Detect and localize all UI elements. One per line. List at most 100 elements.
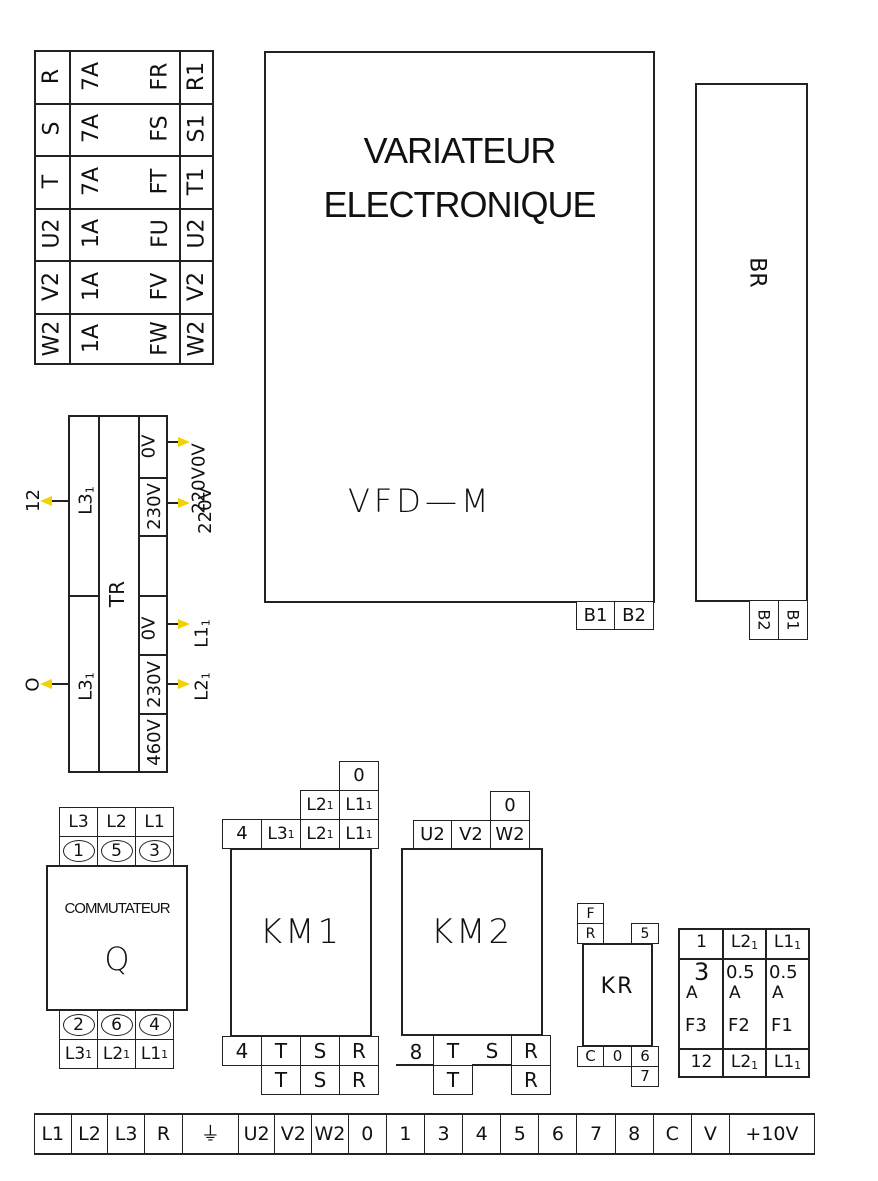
terminal-strip-terminal: R	[143, 1113, 184, 1155]
km1-terminal-r: R	[339, 1036, 379, 1066]
small-fuse-unit: A	[686, 983, 698, 1003]
small-fuse-rating: 0.5	[769, 962, 798, 983]
kr-terminal-6: 6	[631, 1046, 659, 1067]
fuse-row-divider	[34, 207, 214, 210]
tr-out-220v: 220V	[194, 487, 216, 534]
tr-primary-top: L31	[75, 486, 97, 515]
terminal-strip-terminal: U2	[237, 1113, 276, 1155]
tr-arrow-220v	[168, 498, 190, 508]
tr-arrow-12	[40, 496, 68, 506]
kr-terminal-r: R	[577, 923, 604, 944]
commutateur-box	[46, 865, 188, 1011]
fuse-row-divider	[34, 155, 214, 157]
terminal-strip-terminal: C	[652, 1113, 692, 1155]
tr-arrow-o	[40, 679, 68, 689]
vfd-title-line2: ELECTRONIQUE	[323, 184, 596, 225]
small-fuse-top-terminal: 1	[696, 932, 707, 952]
km1-terminal-s: S	[300, 1036, 340, 1066]
km1-label: KM1	[259, 912, 343, 952]
br-terminal-b2: B2	[749, 600, 779, 640]
tr-sec-0v-top: 0V	[138, 434, 160, 459]
small-fuse-name: F1	[771, 1015, 793, 1036]
small-fuse-top-terminal: L11	[773, 932, 802, 952]
km2-terminal-r: R	[511, 1035, 551, 1066]
tr-arrow-l1	[168, 619, 190, 629]
terminal-strip-terminal: W2	[311, 1113, 349, 1155]
terminal-strip-terminal: 5	[500, 1113, 540, 1155]
tr-arrow-220v-0v	[168, 437, 190, 447]
kr-terminal-7: 7	[631, 1066, 659, 1087]
km2-terminal-t: T	[433, 1035, 473, 1066]
km1-terminal-0: 0	[339, 761, 379, 791]
terminal-strip-terminal: V2	[274, 1113, 313, 1155]
terminal-strip-terminal: 3	[424, 1113, 464, 1155]
tr-arrow-l2	[168, 679, 190, 689]
fuse-row-divider	[34, 260, 214, 262]
km1-terminal-t: T	[261, 1036, 301, 1066]
small-fuse-rating: 3	[694, 958, 710, 986]
small-fuse-rating: 0.5	[726, 962, 755, 983]
tr-label: TR	[105, 580, 130, 608]
small-fuse-bottom-terminal: 12	[690, 1052, 713, 1072]
tr-sec-230v-top: 230V	[143, 483, 165, 530]
tr-out-l1: L11	[191, 619, 213, 648]
km2-label: KM2	[430, 912, 514, 952]
commutateur-title: COMMUTATEUR	[64, 900, 170, 917]
fuses-small-block	[678, 928, 810, 1078]
q-top-label-l2: L2	[97, 807, 136, 837]
km2-terminal-0: 0	[490, 791, 530, 821]
km2-terminal-t2: T	[433, 1065, 473, 1095]
q-top-label-l1: L1	[135, 807, 174, 837]
small-fuse-unit: A	[772, 983, 784, 1003]
terminal-strip-terminal: 4	[462, 1113, 502, 1155]
br-box	[695, 83, 808, 602]
terminal-strip-terminal: 1	[385, 1113, 425, 1155]
tr-primary-bottom: L31	[75, 672, 97, 701]
km2-bottom-line	[396, 1064, 436, 1066]
q-top-terminal-1: 1	[59, 836, 98, 866]
vfd-model: VFD—M	[348, 482, 493, 520]
tr-out-o: O	[22, 677, 44, 692]
small-fuse-top-terminal: L21	[730, 932, 759, 952]
br-terminal-b1: B1	[778, 600, 808, 640]
small-fuse-bottom-terminal: L11	[773, 1052, 802, 1072]
q-top-label-l3: L3	[59, 807, 98, 837]
terminal-strip-terminal: +10V	[728, 1113, 815, 1155]
q-bottom-terminal-4: 4	[135, 1010, 174, 1040]
kr-label: KR	[600, 974, 635, 999]
terminal-strip-terminal: L1	[34, 1113, 72, 1155]
vfd-terminal-b1: B1	[576, 601, 615, 630]
vfd-terminal-b2: B2	[614, 601, 654, 630]
tr-sec-460v: 460V	[143, 719, 165, 766]
small-fuse-name: F3	[685, 1015, 707, 1036]
km2-terminal-8: 8	[409, 1040, 423, 1064]
tr-out-12: 12	[22, 489, 44, 512]
terminal-strip-terminal: L2	[70, 1113, 109, 1155]
q-bottom-terminal-2: 2	[59, 1010, 98, 1040]
km1-terminal-4-top: 4	[222, 819, 262, 849]
tr-out-l2: L21	[191, 672, 213, 701]
km1-terminal-4-bottom: 4	[222, 1036, 262, 1066]
km2-terminal-u2: U2	[413, 820, 452, 849]
small-fuse-name: F2	[728, 1015, 750, 1036]
small-fuse-unit: A	[729, 983, 741, 1003]
terminal-strip-terminal: 8	[614, 1113, 654, 1155]
terminal-strip-terminal: 6	[538, 1113, 578, 1155]
km1-box	[230, 848, 372, 1037]
q-top-terminal-5: 5	[97, 836, 136, 866]
tr-sec-0v-bottom: 0V	[138, 616, 160, 641]
kr-terminal-c: C	[577, 1046, 604, 1067]
br-label: BR	[744, 257, 770, 288]
q-top-terminal-3: 3	[135, 836, 174, 866]
vfd-box	[264, 51, 655, 603]
vfd-title-line1: VARIATEUR	[363, 130, 557, 171]
kr-terminal-0: 0	[603, 1046, 632, 1067]
km2-terminal-s: S	[472, 1035, 512, 1066]
km1-terminal-t2: T	[261, 1065, 301, 1095]
km2-terminal-v2: V2	[451, 820, 491, 849]
